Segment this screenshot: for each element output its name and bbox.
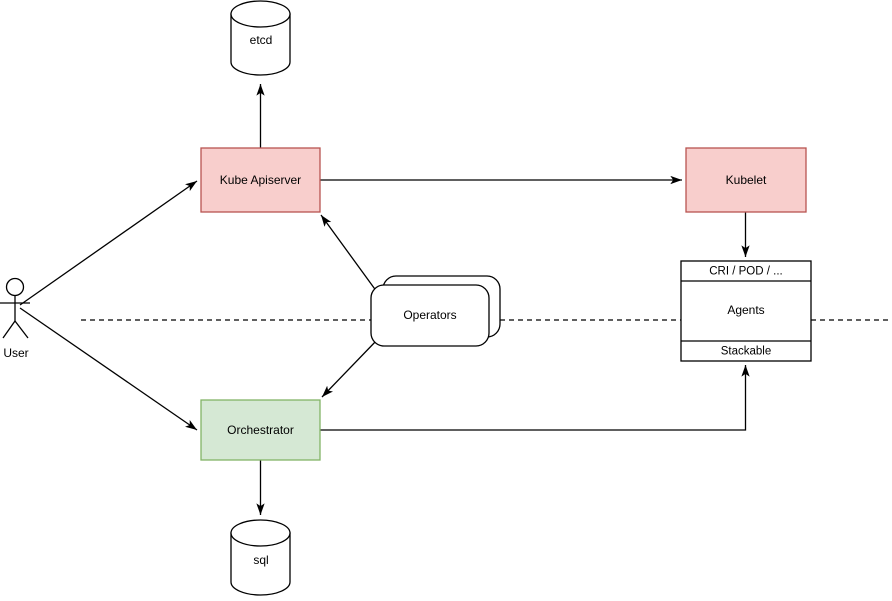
etcd-label: etcd (250, 33, 273, 47)
node-kube-apiserver[interactable]: Kube Apiserver (200, 147, 321, 213)
node-etcd[interactable]: etcd (230, 0, 291, 76)
edges (19, 84, 750, 515)
sql-label: sql (253, 553, 268, 567)
sql-cylinder-top (230, 519, 291, 547)
kubelet-box (685, 147, 807, 213)
user-head-icon (5, 277, 25, 297)
operators-label: Operators (403, 308, 456, 322)
kube-apiserver-box (200, 147, 321, 213)
agents-box (680, 260, 812, 362)
agents-row-stackable-label: Stackable (721, 346, 772, 358)
user-label: User (3, 346, 28, 360)
user-leg-left-icon (2, 320, 16, 339)
agents-row-agents-label: Agents (727, 303, 764, 317)
edge-operators-to-orchestrator (321, 339, 378, 398)
node-agents[interactable]: CRI / POD / ... Agents Stackable (680, 260, 812, 362)
node-orchestrator[interactable]: Orchestrator (200, 399, 321, 461)
kubelet-label: Kubelet (726, 173, 767, 187)
node-operators[interactable]: Operators (370, 275, 501, 347)
edge-operators-to-apiserver (320, 214, 378, 293)
edge-orchestrator-to-stackable (320, 365, 750, 431)
agents-row-cri-label: CRI / POD / ... (709, 266, 782, 278)
node-sql[interactable]: sql (230, 519, 291, 596)
operators-box-front (370, 284, 490, 347)
user-leg-right-icon (14, 320, 29, 339)
edge-user-to-orchestrator (19, 307, 198, 431)
node-user[interactable]: User (0, 277, 30, 361)
sql-cylinder-body (230, 532, 291, 596)
etcd-cylinder-top (230, 0, 291, 28)
orchestrator-box (200, 399, 321, 461)
etcd-cylinder-body (230, 13, 291, 76)
kube-apiserver-label: Kube Apiserver (220, 173, 301, 187)
node-kubelet[interactable]: Kubelet (685, 147, 807, 213)
orchestrator-label: Orchestrator (227, 423, 294, 437)
edge-user-to-apiserver (19, 180, 198, 306)
